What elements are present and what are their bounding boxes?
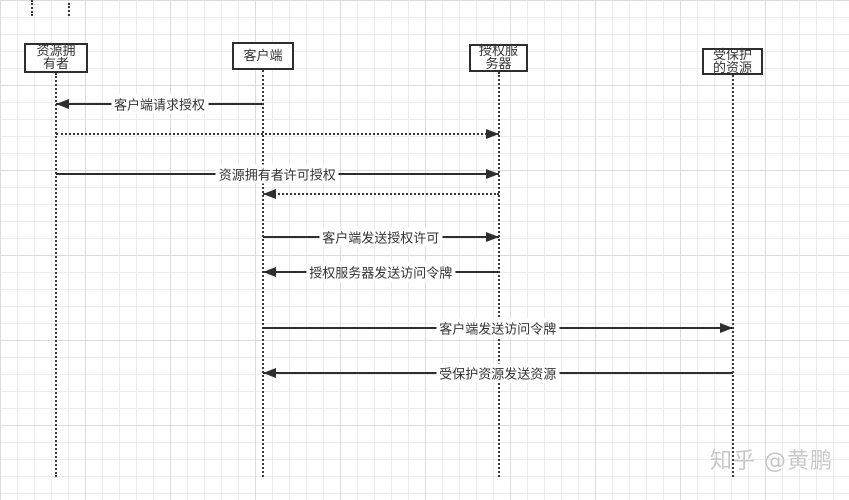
lifeline-resource-owner — [55, 73, 57, 477]
message-arrow-4 — [263, 193, 499, 195]
message-label: 受保护资源发送资源 — [436, 363, 560, 383]
actor-box-protected-resource: 受保护 的资源 — [702, 48, 763, 75]
message-label: 授权服务器发送访问令牌 — [306, 262, 456, 282]
actor-box-auth-server: 授权服 务器 — [469, 44, 528, 72]
arrowhead-left-icon — [263, 368, 276, 378]
actor-label: 资源拥 有者 — [36, 44, 76, 72]
arrowhead-left-icon — [263, 189, 276, 199]
actor-box-client: 客户端 — [232, 42, 294, 70]
arrowhead-right-icon — [485, 169, 499, 179]
arrowhead-right-icon — [485, 232, 499, 242]
actor-box-resource-owner: 资源拥 有者 — [24, 43, 88, 73]
actor-label: 客户端 — [243, 48, 283, 64]
message-label: 客户端发送授权许可 — [319, 227, 443, 247]
actor-label: 受保护 的资源 — [712, 47, 752, 76]
stray-dotted-mark — [31, 0, 33, 16]
message-label: 资源拥有者许可授权 — [215, 164, 339, 184]
arrowhead-right-icon — [719, 323, 733, 333]
stray-dotted-mark — [68, 3, 70, 16]
arrowhead-right-icon — [485, 129, 499, 139]
watermark: 知乎 @黄鹏 — [710, 449, 833, 475]
lifeline-auth-server — [497, 72, 500, 477]
message-arrow-2 — [56, 133, 499, 135]
message-label: 客户端发送访问令牌 — [436, 318, 560, 338]
lifeline-protected-resource — [731, 75, 734, 477]
arrowhead-left-icon — [56, 99, 69, 109]
message-label: 客户端请求授权 — [110, 94, 209, 114]
actor-label: 授权服 务器 — [478, 44, 518, 72]
arrowhead-left-icon — [263, 267, 276, 277]
watermark-text: 知乎 @黄鹏 — [710, 449, 833, 474]
